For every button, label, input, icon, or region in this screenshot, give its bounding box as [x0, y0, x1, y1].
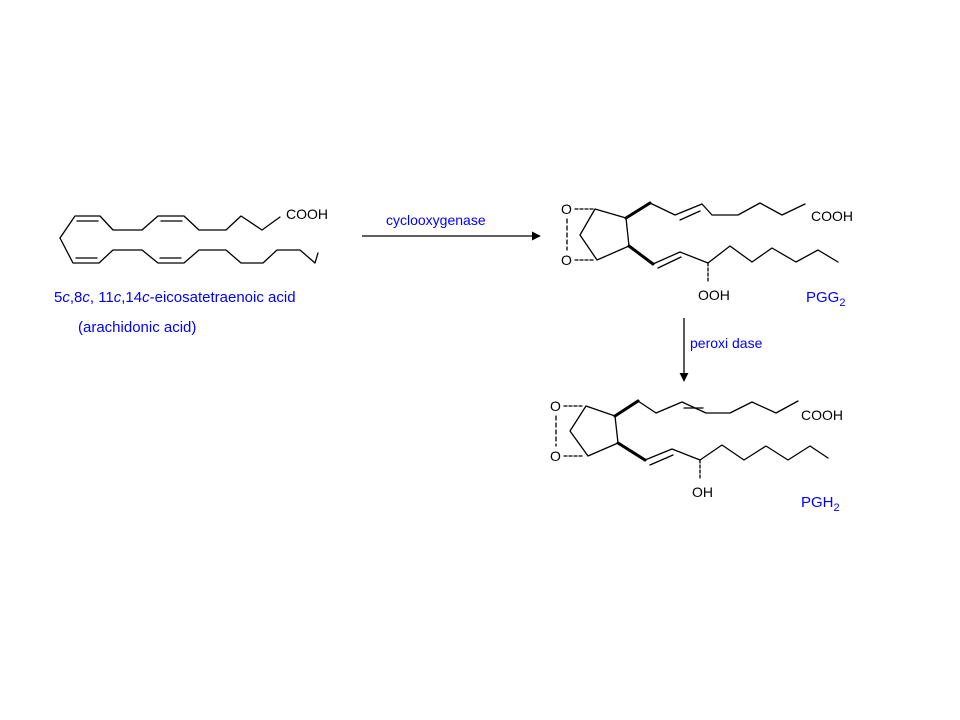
name-part: c: [82, 289, 90, 306]
alpha-chain-wedge: [624, 201, 652, 220]
cyclopentane-ring: [569, 405, 619, 457]
alpha-chain-bond: [637, 400, 799, 414]
omega-double-bond: [657, 256, 682, 269]
pgh2-oh-label: OH: [692, 484, 713, 500]
name-part: c: [114, 289, 122, 306]
alpha-chain-bond: [649, 202, 806, 216]
alpha-chain-wedge: [613, 399, 640, 418]
pgh2-name-main: PGH: [801, 494, 834, 511]
alpha-double-bond: [679, 210, 701, 221]
name-part: c: [62, 289, 70, 306]
pgh2-name-subscript: 2: [834, 502, 840, 514]
name-part: , 11: [90, 289, 114, 306]
pgg2-name-subscript: 2: [839, 297, 845, 309]
omega-chain-wedge: [627, 244, 655, 266]
pgg2-oxygen-top: O: [561, 201, 572, 217]
arachidonic-cooh-label: COOH: [286, 206, 328, 222]
omega-double-bond: [649, 454, 674, 466]
name-part: -eicosatetraenoic acid: [150, 289, 296, 306]
pgh2-oxygen-top: O: [550, 398, 561, 414]
pgh2-name-label: PGH2: [801, 494, 840, 514]
name-part: ,8: [70, 289, 83, 306]
arachidonic-systematic-name: 5c,8c, 11c,14c-eicosatetraenoic acid: [54, 289, 296, 306]
name-part: ,14: [121, 289, 142, 306]
pgh2-structure: [555, 399, 829, 481]
pgg2-name-label: PGG2: [806, 289, 845, 309]
upper-chain-bond: [59, 215, 263, 239]
pgh2-cooh-label: COOH: [801, 407, 843, 423]
cyclopentane-ring: [579, 208, 630, 261]
pgg2-cooh-label: COOH: [811, 208, 853, 224]
carboxyl-bond: [261, 216, 281, 231]
arachidonic-common-name: (arachidonic acid): [78, 319, 196, 336]
pgg2-ooh-label: OOH: [698, 287, 730, 303]
enzyme-label-peroxidase: peroxi dase: [690, 335, 763, 351]
lower-chain-bond: [59, 237, 319, 264]
omega-chain-bond: [652, 245, 839, 265]
name-part: 5: [54, 289, 62, 306]
omega-chain-wedge: [616, 441, 647, 462]
arachidonic-acid-structure: [59, 215, 319, 264]
pgg2-structure: [566, 201, 839, 283]
enzyme-label-cyclooxygenase: cyclooxygenase: [386, 212, 486, 228]
pgg2-oxygen-bottom: O: [561, 252, 572, 268]
name-part: c: [142, 289, 150, 306]
pgg2-name-main: PGG: [806, 289, 839, 306]
pgh2-oxygen-bottom: O: [550, 448, 561, 464]
omega-chain-bond: [644, 444, 829, 461]
